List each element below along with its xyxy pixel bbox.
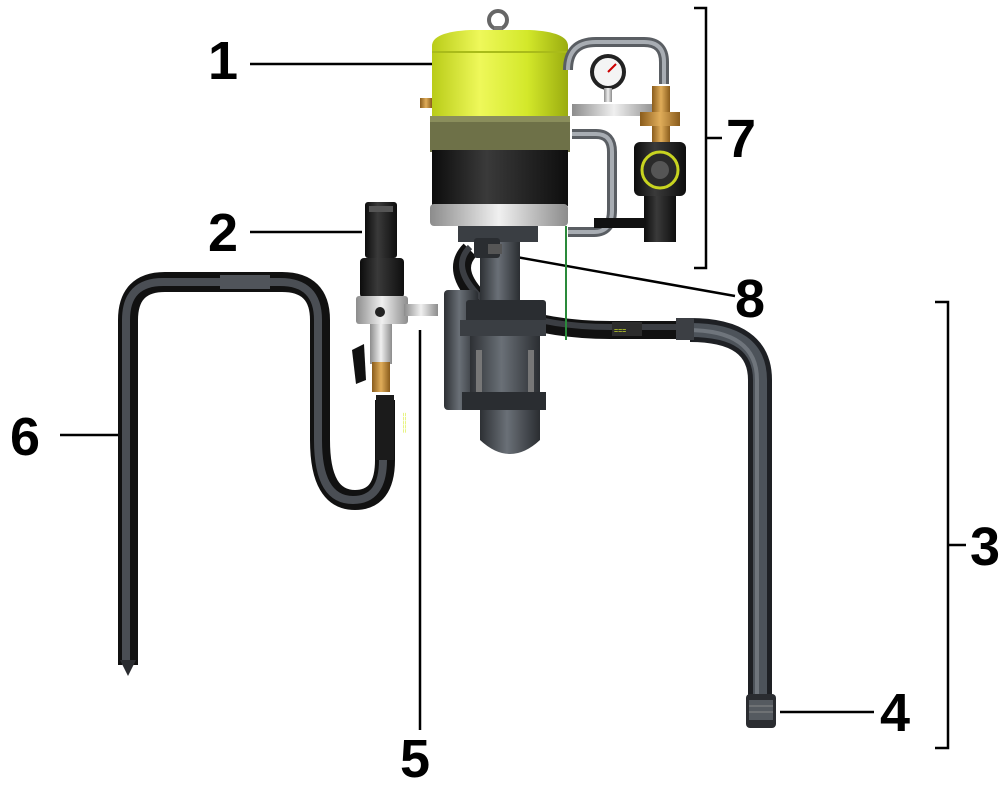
- air-motor: [420, 9, 570, 242]
- bracket-7: [694, 6, 708, 270]
- return-hose: =====: [118, 272, 409, 676]
- callout-5: 5: [400, 729, 431, 789]
- callout-7: 7: [726, 109, 757, 169]
- callout-3: 3: [970, 517, 1001, 577]
- leader-8: [504, 253, 736, 298]
- air-regulator: [352, 202, 438, 392]
- bracket-3: [935, 300, 950, 750]
- leader-lines: [60, 6, 966, 750]
- outlet-elbow: [474, 226, 567, 340]
- svg-text:=====: =====: [402, 413, 409, 433]
- gauge-assembly: [563, 37, 686, 242]
- callout-8: 8: [735, 269, 766, 329]
- suction-tube: [686, 318, 776, 728]
- callout-1: 1: [208, 31, 239, 91]
- callout-4: 4: [880, 683, 911, 743]
- svg-text:===: ===: [614, 328, 626, 335]
- callout-6: 6: [10, 407, 41, 467]
- callout-2: 2: [208, 203, 239, 263]
